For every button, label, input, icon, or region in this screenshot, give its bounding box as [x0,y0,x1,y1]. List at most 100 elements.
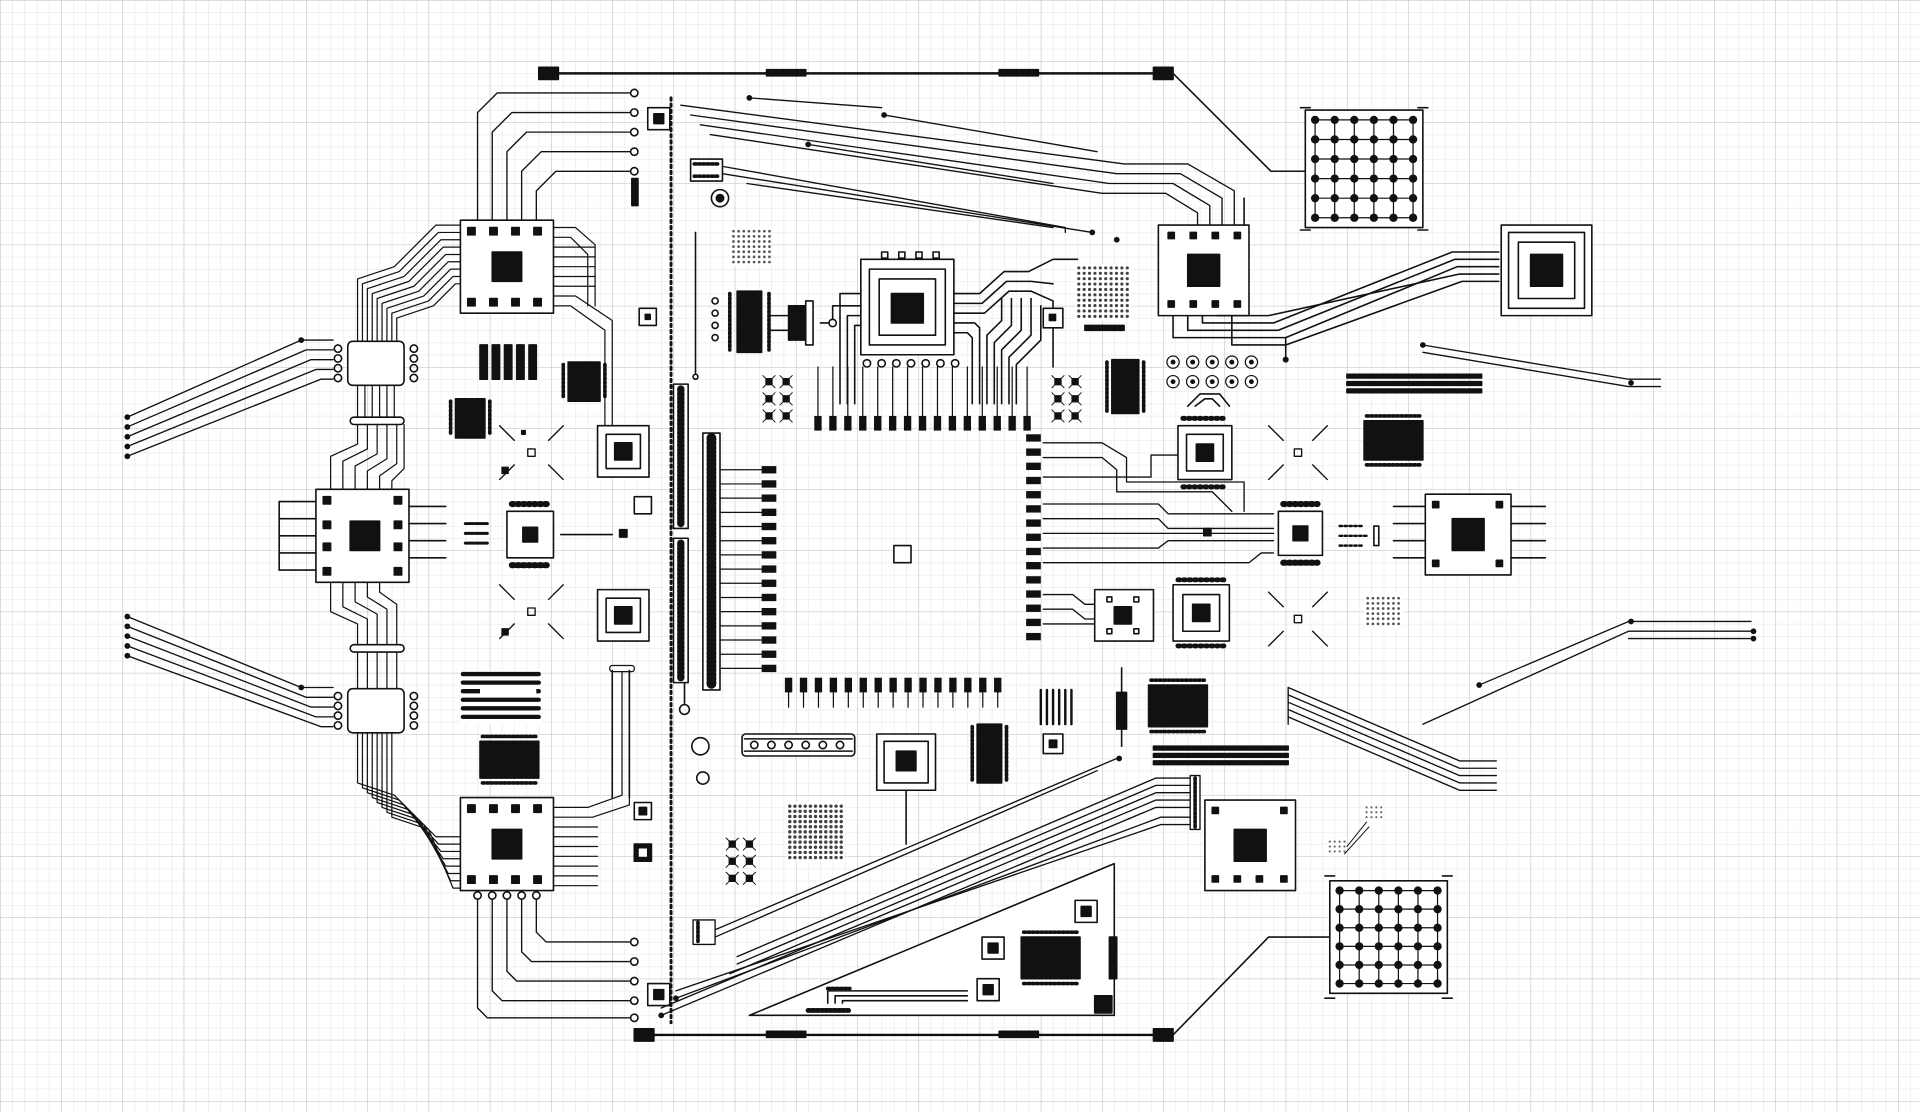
cpu-top-pad [897,251,906,259]
pin-pad [948,415,957,431]
terminal [333,691,343,701]
quad-marks [762,375,1082,423]
dot [839,804,843,808]
dot [752,229,756,233]
dot [1381,612,1385,615]
dot [1392,617,1395,621]
dot [1365,811,1368,814]
dot [798,804,802,808]
pin-pad [761,537,777,545]
ic-lead [487,891,497,900]
trace [1042,552,1275,564]
dot [793,850,797,855]
marker-line [547,425,564,442]
dot [839,840,843,844]
cpu-bottom-leads [862,358,960,368]
dot [1125,287,1129,292]
ic-pad [489,226,498,236]
dot [757,245,761,248]
trace [126,645,334,718]
trace-end [124,453,131,460]
quad-cross [742,837,756,851]
pin-pad [888,415,897,431]
ic-pad [393,495,403,505]
trace [342,581,368,646]
pin-pad [1026,561,1041,570]
connector-clip [349,416,405,426]
pin-pad [978,415,986,431]
right-center-chips [762,355,1324,649]
trace-end [298,337,305,343]
dot [757,250,761,254]
grid-node [1310,135,1320,144]
pin-pad [964,677,972,693]
trace-end [124,643,131,649]
bottom-bus-pad [1152,1028,1174,1042]
stripe-gap [480,685,537,698]
dot [818,825,823,829]
pin-pad [859,415,867,431]
bottom-right-chip [1204,799,1384,892]
soic-chip [1020,936,1081,980]
dot [803,855,807,860]
dot [1087,303,1092,308]
dot [798,825,802,829]
trace [126,358,334,438]
dot [808,855,813,860]
dot [1397,622,1400,626]
trace-end [1750,628,1757,635]
ring [835,740,845,750]
pin-pad [979,677,987,693]
pin-pad [761,622,777,630]
terminal [333,363,343,373]
trace [1216,273,1500,317]
trace [356,224,462,342]
ic-pad [1211,806,1220,815]
dot [834,809,838,814]
dot [1098,293,1102,297]
outer-frame-traces [476,92,633,1019]
left-components [448,344,650,799]
via-array [1166,355,1259,389]
terminal [629,127,639,137]
dot [813,835,818,839]
trace [1008,297,1032,405]
center-marker [893,544,912,564]
pin-pad [761,480,777,488]
grid-node [1369,115,1379,125]
trace-end [805,141,812,148]
ic-pad [1189,300,1198,308]
grid-node [1408,154,1418,164]
dot [808,804,813,808]
trace [126,625,334,698]
pin-pad [993,415,1001,431]
dot [1104,282,1108,286]
dot [1371,612,1375,615]
grid-node [1408,174,1418,183]
dot [808,814,813,819]
trace [520,894,633,963]
connector-ring [692,373,699,381]
dot [798,855,802,860]
grid-node [1335,905,1344,914]
trace [378,581,398,646]
dot [1397,617,1400,621]
trace [342,423,368,490]
dot [829,809,833,814]
dot [788,825,792,829]
dot [793,825,797,829]
dot [1371,622,1375,626]
right-long-traces [1287,342,1757,791]
dot [839,835,843,839]
grid-node [1413,942,1423,951]
dot [803,814,807,819]
trace [361,732,462,845]
ic-pad [489,875,498,885]
dot [737,229,740,233]
dot-grid [1328,840,1346,853]
trace [714,757,1118,931]
grid-node [1374,923,1383,932]
trace [1172,72,1309,173]
grid-node [1335,960,1344,970]
trace-end [124,652,131,659]
